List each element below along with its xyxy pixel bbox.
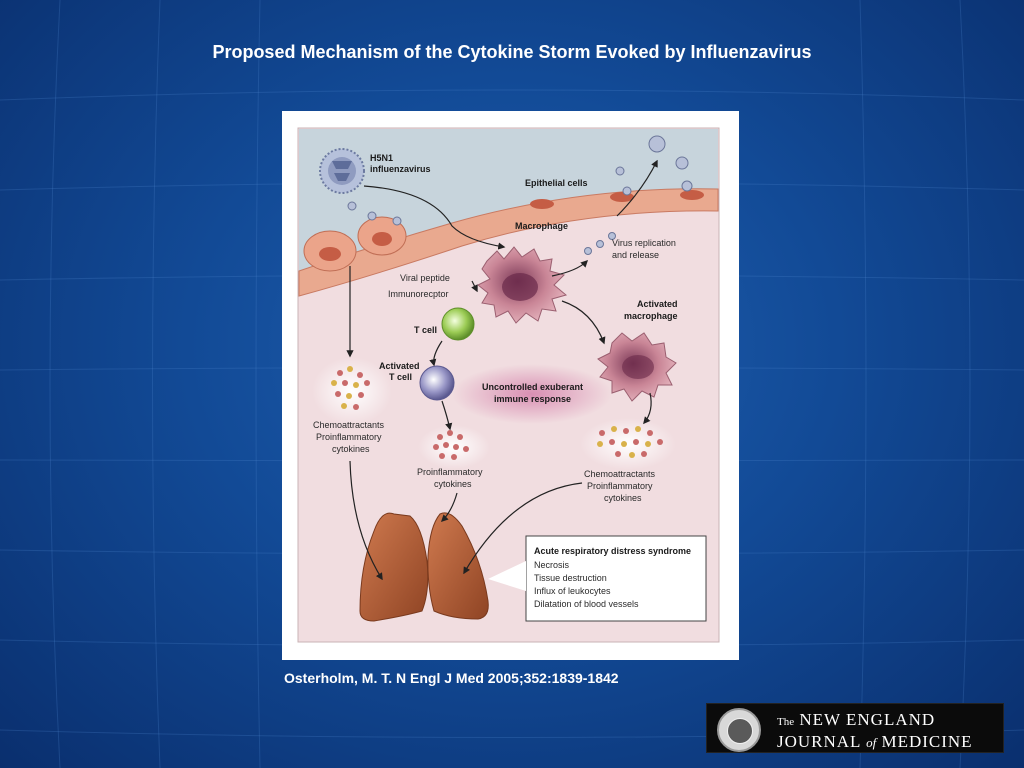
uncontrolled-label-2: immune response: [494, 394, 571, 404]
left-cyto-label-2: Proinflammatory: [316, 432, 382, 442]
t-cell-label: T cell: [414, 325, 437, 335]
uncontrolled-label-1: Uncontrolled exuberant: [482, 382, 583, 392]
slide-title: Proposed Mechanism of the Cytokine Storm…: [212, 42, 812, 62]
left-cytokine-cluster: [331, 366, 370, 410]
mid-cyto-label-2: cytokines: [434, 479, 472, 489]
h5n1-virus-icon: [319, 148, 365, 194]
epithelial-cells: [303, 190, 704, 272]
mid-cyto-label-1: Proinflammatory: [417, 467, 483, 477]
virus-release-label-2: and release: [612, 250, 659, 260]
activated-macrophage-icon: [597, 332, 677, 402]
arrows: [346, 159, 658, 581]
nejm-wordmark: The NEW ENGLAND JOURNAL of MEDICINE: [777, 710, 973, 751]
activated-t-label-2: T cell: [389, 372, 412, 382]
ards-title: Acute respiratory distress syndrome: [534, 546, 691, 556]
right-cyto-label-2: Proinflammatory: [587, 481, 653, 491]
activated-mac-label-2: macrophage: [624, 311, 678, 321]
left-cyto-label-3: cytokines: [332, 444, 370, 454]
left-cyto-label-1: Chemoattractants: [313, 420, 385, 430]
ards-item: Influx of leukocytes: [534, 586, 611, 596]
nejm-seal-icon: [717, 708, 761, 752]
t-cell-icon: [441, 307, 475, 341]
macrophage-icon: [477, 246, 568, 324]
activated-t-cell-icon: [419, 365, 455, 401]
mechanism-diagram: H5N1 influenzavirus Epithelial cells Mac…: [297, 127, 720, 643]
epithelial-label: Epithelial cells: [525, 178, 588, 188]
viral-peptide-label: Viral peptide: [400, 273, 450, 283]
epithelium-layer: [298, 188, 719, 297]
immunoreceptor-label: Immunorecptor: [388, 289, 449, 299]
ards-pointer: [488, 561, 526, 591]
right-cyto-label-1: Chemoattractants: [584, 469, 656, 479]
macrophage-label: Macrophage: [515, 221, 568, 231]
virus-label-2: influenzavirus: [370, 164, 431, 174]
ards-box: [525, 535, 707, 622]
ards-item: Tissue destruction: [534, 573, 607, 583]
ards-item: Necrosis: [534, 560, 570, 570]
ards-item: Dilatation of blood vessels: [534, 599, 639, 609]
citation: Osterholm, M. T. N Engl J Med 2005;352:1…: [284, 670, 619, 686]
nejm-logo: The NEW ENGLAND JOURNAL of MEDICINE: [706, 703, 1004, 753]
right-cyto-label-3: cytokines: [604, 493, 642, 503]
activated-mac-label-1: Activated: [637, 299, 678, 309]
immune-response-glow: [452, 364, 612, 424]
virus-label-1: H5N1: [370, 153, 393, 163]
lungs-icon: [359, 512, 489, 622]
activated-t-label-1: Activated: [379, 361, 420, 371]
diagram-panel: H5N1 influenzavirus Epithelial cells Mac…: [282, 111, 739, 660]
virions: [347, 135, 693, 255]
mid-cytokine-cluster: [433, 430, 469, 460]
virus-release-label-1: Virus replication: [612, 238, 676, 248]
right-cytokine-cluster: [597, 426, 663, 458]
